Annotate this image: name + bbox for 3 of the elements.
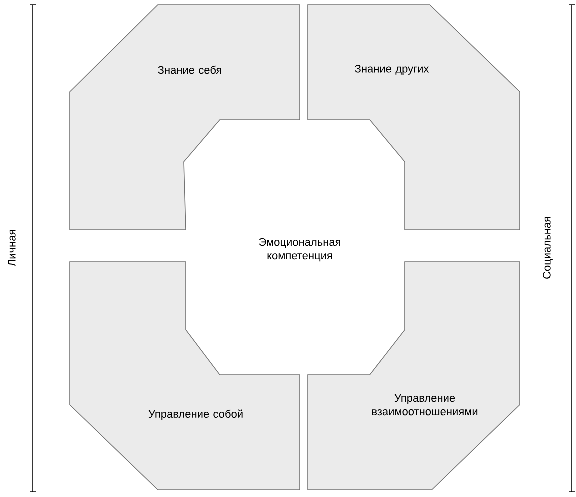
side-label: Социальная (543, 217, 553, 279)
center-label: Эмоциональная компетенция (259, 238, 340, 262)
side-label: Личная (8, 230, 16, 267)
